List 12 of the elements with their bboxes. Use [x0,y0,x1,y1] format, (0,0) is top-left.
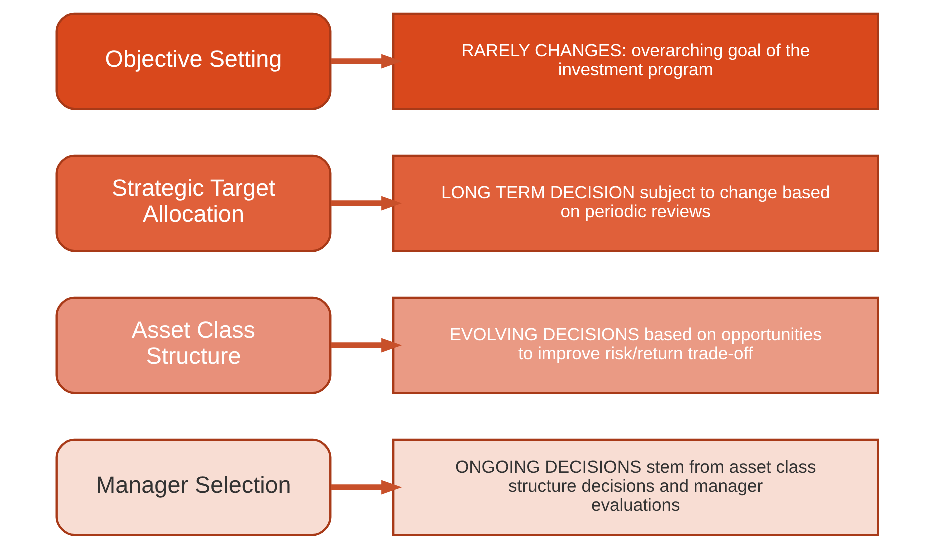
node-box: ONGOING DECISIONS stem from asset class structure decisions and manager evaluations [392,438,880,536]
node-box: RARELY CHANGES: overarching goal of the investment program [392,12,880,110]
arrow [331,196,402,211]
arrow [331,54,402,69]
node-box: Strategic Target Allocation [56,154,332,252]
arrow [331,338,402,353]
node-box: Manager Selection [56,438,332,536]
node-box: EVOLVING DECISIONS based on opportunities to improve risk/return trade-off [392,296,880,394]
node-box: Objective Setting [56,12,332,110]
node-box: Asset Class Structure [56,296,332,394]
arrow [331,480,402,495]
node-box: LONG TERM DECISION subject to change based on periodic reviews [392,154,880,252]
